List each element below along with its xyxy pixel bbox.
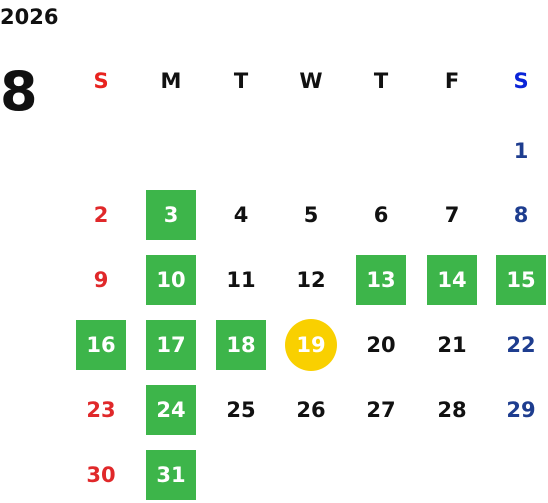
weekday-friday: F [444, 69, 460, 93]
day-cell[interactable]: 28 [437, 398, 467, 422]
day-cell-highlighted[interactable]: 17 [146, 320, 196, 370]
weekday-thursday: T [373, 69, 389, 93]
day-cell[interactable]: 2 [93, 203, 109, 227]
year-label: 2026 [0, 5, 59, 29]
day-cell[interactable]: 30 [86, 463, 116, 487]
day-cell[interactable]: 29 [506, 398, 536, 422]
day-cell[interactable]: 12 [296, 268, 326, 292]
day-cell[interactable]: 5 [303, 203, 319, 227]
day-cell[interactable]: 7 [444, 203, 460, 227]
day-cell[interactable]: 6 [373, 203, 389, 227]
day-cell[interactable]: 22 [506, 333, 536, 357]
day-cell-highlighted[interactable]: 31 [146, 450, 196, 500]
day-cell[interactable]: 20 [366, 333, 396, 357]
day-cell[interactable]: 1 [513, 139, 529, 163]
weekday-monday: M [160, 69, 182, 93]
day-cell-highlighted[interactable]: 18 [216, 320, 266, 370]
weekday-sunday: S [93, 69, 109, 93]
day-cell[interactable]: 4 [233, 203, 249, 227]
day-cell-highlighted[interactable]: 16 [76, 320, 126, 370]
day-cell[interactable]: 21 [437, 333, 467, 357]
day-cell[interactable]: 27 [366, 398, 396, 422]
month-number: 8 [0, 60, 38, 123]
day-cell-highlighted[interactable]: 13 [356, 255, 406, 305]
day-cell[interactable]: 25 [226, 398, 256, 422]
day-cell[interactable]: 8 [513, 203, 529, 227]
day-cell-today[interactable]: 19 [285, 319, 337, 371]
day-cell[interactable]: 26 [296, 398, 326, 422]
day-cell-highlighted[interactable]: 15 [496, 255, 546, 305]
day-cell[interactable]: 23 [86, 398, 116, 422]
day-cell-highlighted[interactable]: 3 [146, 190, 196, 240]
day-cell-highlighted[interactable]: 24 [146, 385, 196, 435]
day-cell-highlighted[interactable]: 14 [427, 255, 477, 305]
weekday-tuesday: T [233, 69, 249, 93]
day-cell[interactable]: 9 [93, 268, 109, 292]
weekday-saturday: S [513, 69, 529, 93]
weekday-wednesday: W [299, 69, 323, 93]
day-cell-highlighted[interactable]: 10 [146, 255, 196, 305]
day-cell[interactable]: 11 [226, 268, 256, 292]
